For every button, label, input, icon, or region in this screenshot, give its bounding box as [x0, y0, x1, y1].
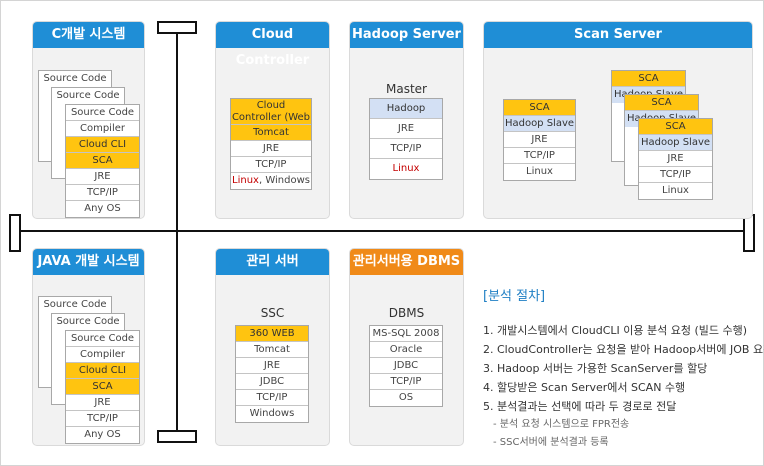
- cloud-controller-web-service: Cloud Controller (Web Service): [231, 99, 311, 125]
- dev-vertical-bus: [176, 28, 178, 436]
- scan-server-left-stack: SCA Hadoop Slave JRE TCP/IP Linux: [503, 99, 576, 181]
- mgmt-jdbc: JDBC: [236, 374, 308, 390]
- dbms-label: DBMS: [388, 306, 425, 320]
- stack-layer: Source Code: [39, 71, 111, 87]
- procedure-sub-step: - SSC서버에 분석결과 등록: [493, 437, 609, 448]
- dev-bus-bottom-end: [157, 430, 197, 443]
- scan-back1-sca: SCA: [612, 71, 685, 87]
- ssc-label: SSC: [260, 306, 285, 320]
- stack-layer: Source Code: [66, 331, 139, 347]
- scan-server-title: Scan Server: [484, 22, 752, 48]
- stack-layer: SCA: [66, 153, 139, 169]
- network-bus-right-end: [743, 214, 755, 252]
- hadoop-master-label: Master: [386, 82, 427, 96]
- stack-layer: TCP/IP: [66, 185, 139, 201]
- hadoop-jre: JRE: [370, 119, 442, 139]
- mgmt-360-web: 360 WEB: [236, 326, 308, 342]
- scan-front-jre: JRE: [639, 151, 712, 167]
- procedure-list: 1. 개발시스템에서 CloudCLI 이용 분석 요청 (빌드 수행) 2. …: [483, 321, 764, 452]
- procedure-step: 4. 할당받은 Scan Server에서 SCAN 수행: [483, 381, 686, 394]
- hadoop-tcpip: TCP/IP: [370, 139, 442, 159]
- stack-layer: SCA: [66, 379, 139, 395]
- hadoop-cell: Hadoop: [370, 99, 442, 119]
- scan-left-sca: SCA: [504, 100, 575, 116]
- scan-front-hadoop-slave: Hadoop Slave: [639, 135, 712, 151]
- dbms-stack: MS-SQL 2008 Oracle JDBC TCP/IP OS: [369, 325, 443, 407]
- stack-layer: Cloud CLI: [66, 137, 139, 153]
- dbms-os: OS: [370, 390, 442, 406]
- java-dev-system-title: JAVA 개발 시스템: [33, 249, 144, 275]
- scan-left-linux: Linux: [504, 164, 575, 180]
- stack-layer: Compiler: [66, 347, 139, 363]
- dev-bus-top-end: [157, 21, 197, 34]
- mgmt-tomcat: Tomcat: [236, 342, 308, 358]
- cloud-controller-os: Linux, Windows: [231, 173, 311, 189]
- procedure-step: 2. CloudController는 요청을 받아 Hadoop서버에 JOB…: [483, 343, 764, 356]
- cloud-controller-jre: JRE: [231, 141, 311, 157]
- scan-front-tcpip: TCP/IP: [639, 167, 712, 183]
- stack-layer: Compiler: [66, 121, 139, 137]
- scan-left-jre: JRE: [504, 132, 575, 148]
- dbms-title: 관리서버용 DBMS: [350, 249, 463, 275]
- dbms-mssql: MS-SQL 2008: [370, 326, 442, 342]
- mgmt-windows: Windows: [236, 406, 308, 422]
- stack-layer: Any OS: [66, 201, 139, 217]
- management-server-title: 관리 서버: [216, 249, 329, 275]
- network-bus-left-end: [9, 214, 21, 252]
- dbms-jdbc: JDBC: [370, 358, 442, 374]
- hadoop-server-title: Hadoop Server: [350, 22, 463, 48]
- dbms-tcpip: TCP/IP: [370, 374, 442, 390]
- cloud-controller-title: Cloud Controller: [216, 22, 329, 68]
- stack-layer: Source Code: [52, 88, 124, 104]
- network-bus: [13, 230, 751, 232]
- scan-left-tcpip: TCP/IP: [504, 148, 575, 164]
- mgmt-jre: JRE: [236, 358, 308, 374]
- cloud-controller-stack: Cloud Controller (Web Service) Tomcat JR…: [230, 98, 312, 190]
- scan-back2-sca: SCA: [625, 95, 698, 111]
- stack-layer: Any OS: [66, 427, 139, 443]
- cloud-controller-os-windows: , Windows: [258, 175, 310, 186]
- stack-layer: JRE: [66, 169, 139, 185]
- procedure-step: 5. 분석결과는 선택에 따라 두 경로로 전달: [483, 400, 677, 413]
- stack-layer: Source Code: [66, 105, 139, 121]
- stack-layer: Cloud CLI: [66, 363, 139, 379]
- management-server-stack: 360 WEB Tomcat JRE JDBC TCP/IP Windows: [235, 325, 309, 423]
- hadoop-linux: Linux: [370, 159, 442, 179]
- cloud-controller-tomcat: Tomcat: [231, 125, 311, 141]
- procedure-step: 3. Hadoop 서버는 가용한 ScanServer를 할당: [483, 362, 708, 375]
- procedure-step: 1. 개발시스템에서 CloudCLI 이용 분석 요청 (빌드 수행): [483, 324, 748, 337]
- c-dev-system-title: C개발 시스템: [33, 22, 144, 48]
- stack-layer: Source Code: [39, 297, 111, 313]
- hadoop-server-panel: Hadoop Server Master: [349, 21, 464, 219]
- cloud-controller-tcpip: TCP/IP: [231, 157, 311, 173]
- stack-layer: Source Code: [52, 314, 124, 330]
- scan-front-linux: Linux: [639, 183, 712, 199]
- procedure-sub-step: - 분석 요청 시스템으로 FPR전송: [493, 419, 630, 430]
- cloud-controller-os-linux: Linux: [232, 175, 259, 186]
- mgmt-tcpip: TCP/IP: [236, 390, 308, 406]
- stack-layer: TCP/IP: [66, 411, 139, 427]
- scan-front-sca: SCA: [639, 119, 712, 135]
- stack-layer: JRE: [66, 395, 139, 411]
- hadoop-stack: Hadoop JRE TCP/IP Linux: [369, 98, 443, 180]
- dbms-oracle: Oracle: [370, 342, 442, 358]
- scan-left-hadoop-slave: Hadoop Slave: [504, 116, 575, 132]
- scan-front-stack: SCA Hadoop Slave JRE TCP/IP Linux: [638, 118, 713, 200]
- procedure-title: [분석 절차]: [483, 289, 546, 304]
